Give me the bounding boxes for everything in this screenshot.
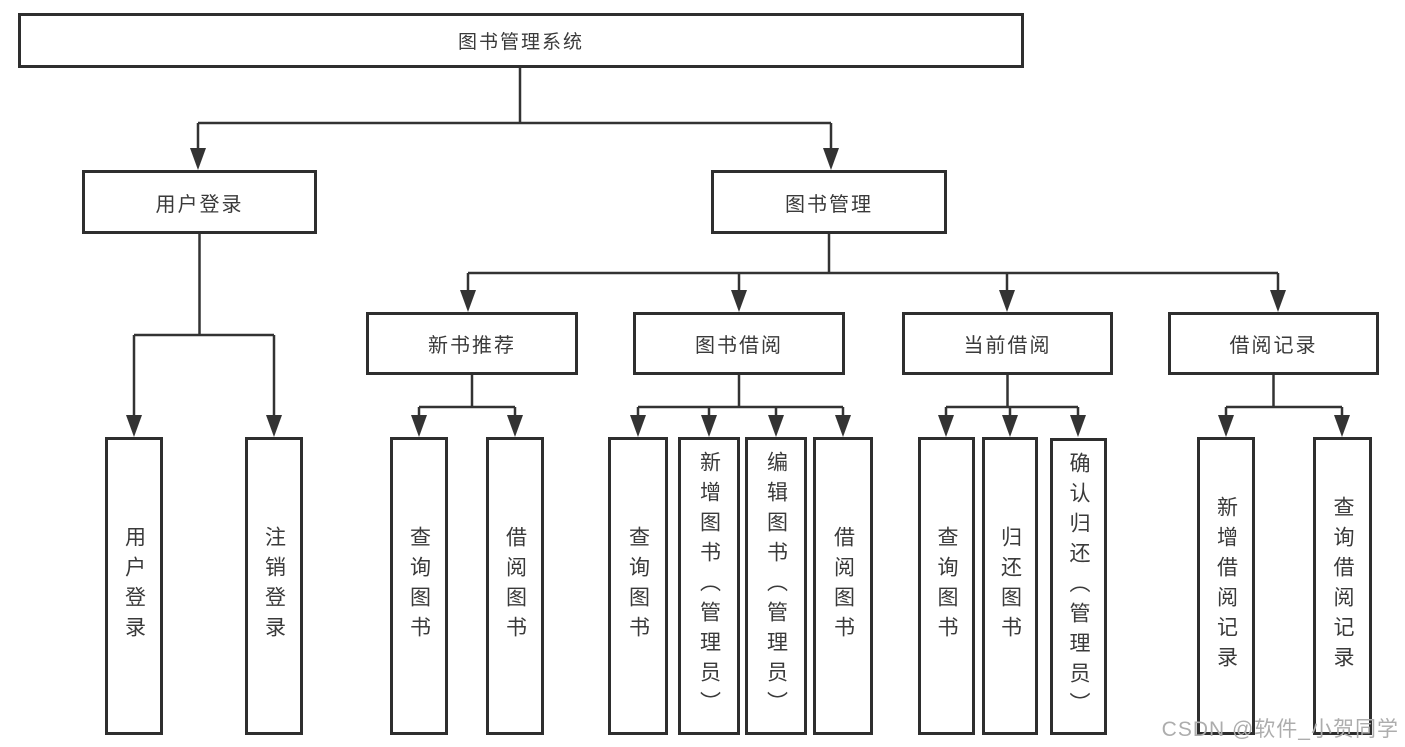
leaf-add-borrow-record: 新增借阅记录 (1197, 437, 1255, 735)
leaf-add-book-admin: 新增图书（管理员） (678, 437, 740, 735)
node-label: 借阅图书 (831, 526, 855, 646)
node-label: 用户登录 (122, 526, 146, 646)
node-label: 编辑图书（管理员） (764, 451, 788, 721)
csdn-watermark: CSDN @软件_小贺同学 (1161, 718, 1399, 741)
leaf-borrow-books-1: 借阅图书 (486, 437, 544, 735)
node-library-management-system: 图书管理系统 (18, 13, 1024, 68)
leaf-confirm-return-admin: 确认归还（管理员） (1050, 438, 1107, 735)
node-label: 确认归还（管理员） (1067, 451, 1090, 722)
leaf-query-books-3: 查询图书 (918, 437, 975, 735)
node-label: 借阅图书 (503, 526, 527, 646)
node-label: 新增借阅记录 (1214, 496, 1238, 676)
node-new-book-recommendation: 新书推荐 (366, 312, 578, 375)
node-label: 查询图书 (626, 526, 650, 646)
node-label: 查询借阅记录 (1331, 496, 1354, 676)
node-label: 当前借阅 (963, 335, 1052, 357)
leaf-edit-book-admin: 编辑图书（管理员） (745, 437, 807, 735)
leaf-borrow-books-2: 借阅图书 (813, 437, 873, 735)
leaf-return-book: 归还图书 (982, 437, 1038, 735)
node-label: 注销登录 (262, 526, 286, 646)
leaf-user-login: 用户登录 (105, 437, 163, 735)
node-label: 用户登录 (155, 193, 244, 216)
node-label: 新增图书（管理员） (697, 451, 721, 721)
leaf-query-books-1: 查询图书 (390, 437, 448, 735)
node-user-login: 用户登录 (82, 170, 317, 234)
node-label: 新书推荐 (428, 335, 516, 357)
node-book-borrowing: 图书借阅 (633, 312, 845, 375)
node-current-borrowing: 当前借阅 (902, 312, 1113, 375)
node-book-management: 图书管理 (711, 170, 947, 234)
node-label: 查询图书 (935, 526, 958, 646)
arrowheads (126, 148, 1350, 437)
leaf-query-borrow-record: 查询借阅记录 (1313, 437, 1372, 735)
node-borrowing-records: 借阅记录 (1168, 312, 1379, 375)
node-label: 图书管理系统 (457, 32, 584, 53)
node-label: 图书借阅 (695, 335, 783, 357)
node-label: 查询图书 (407, 526, 431, 646)
leaf-logout: 注销登录 (245, 437, 303, 735)
node-label: 图书管理 (785, 193, 873, 216)
node-label: 归还图书 (998, 526, 1022, 646)
leaf-query-books-2: 查询图书 (608, 437, 668, 735)
node-label: 借阅记录 (1229, 335, 1318, 357)
